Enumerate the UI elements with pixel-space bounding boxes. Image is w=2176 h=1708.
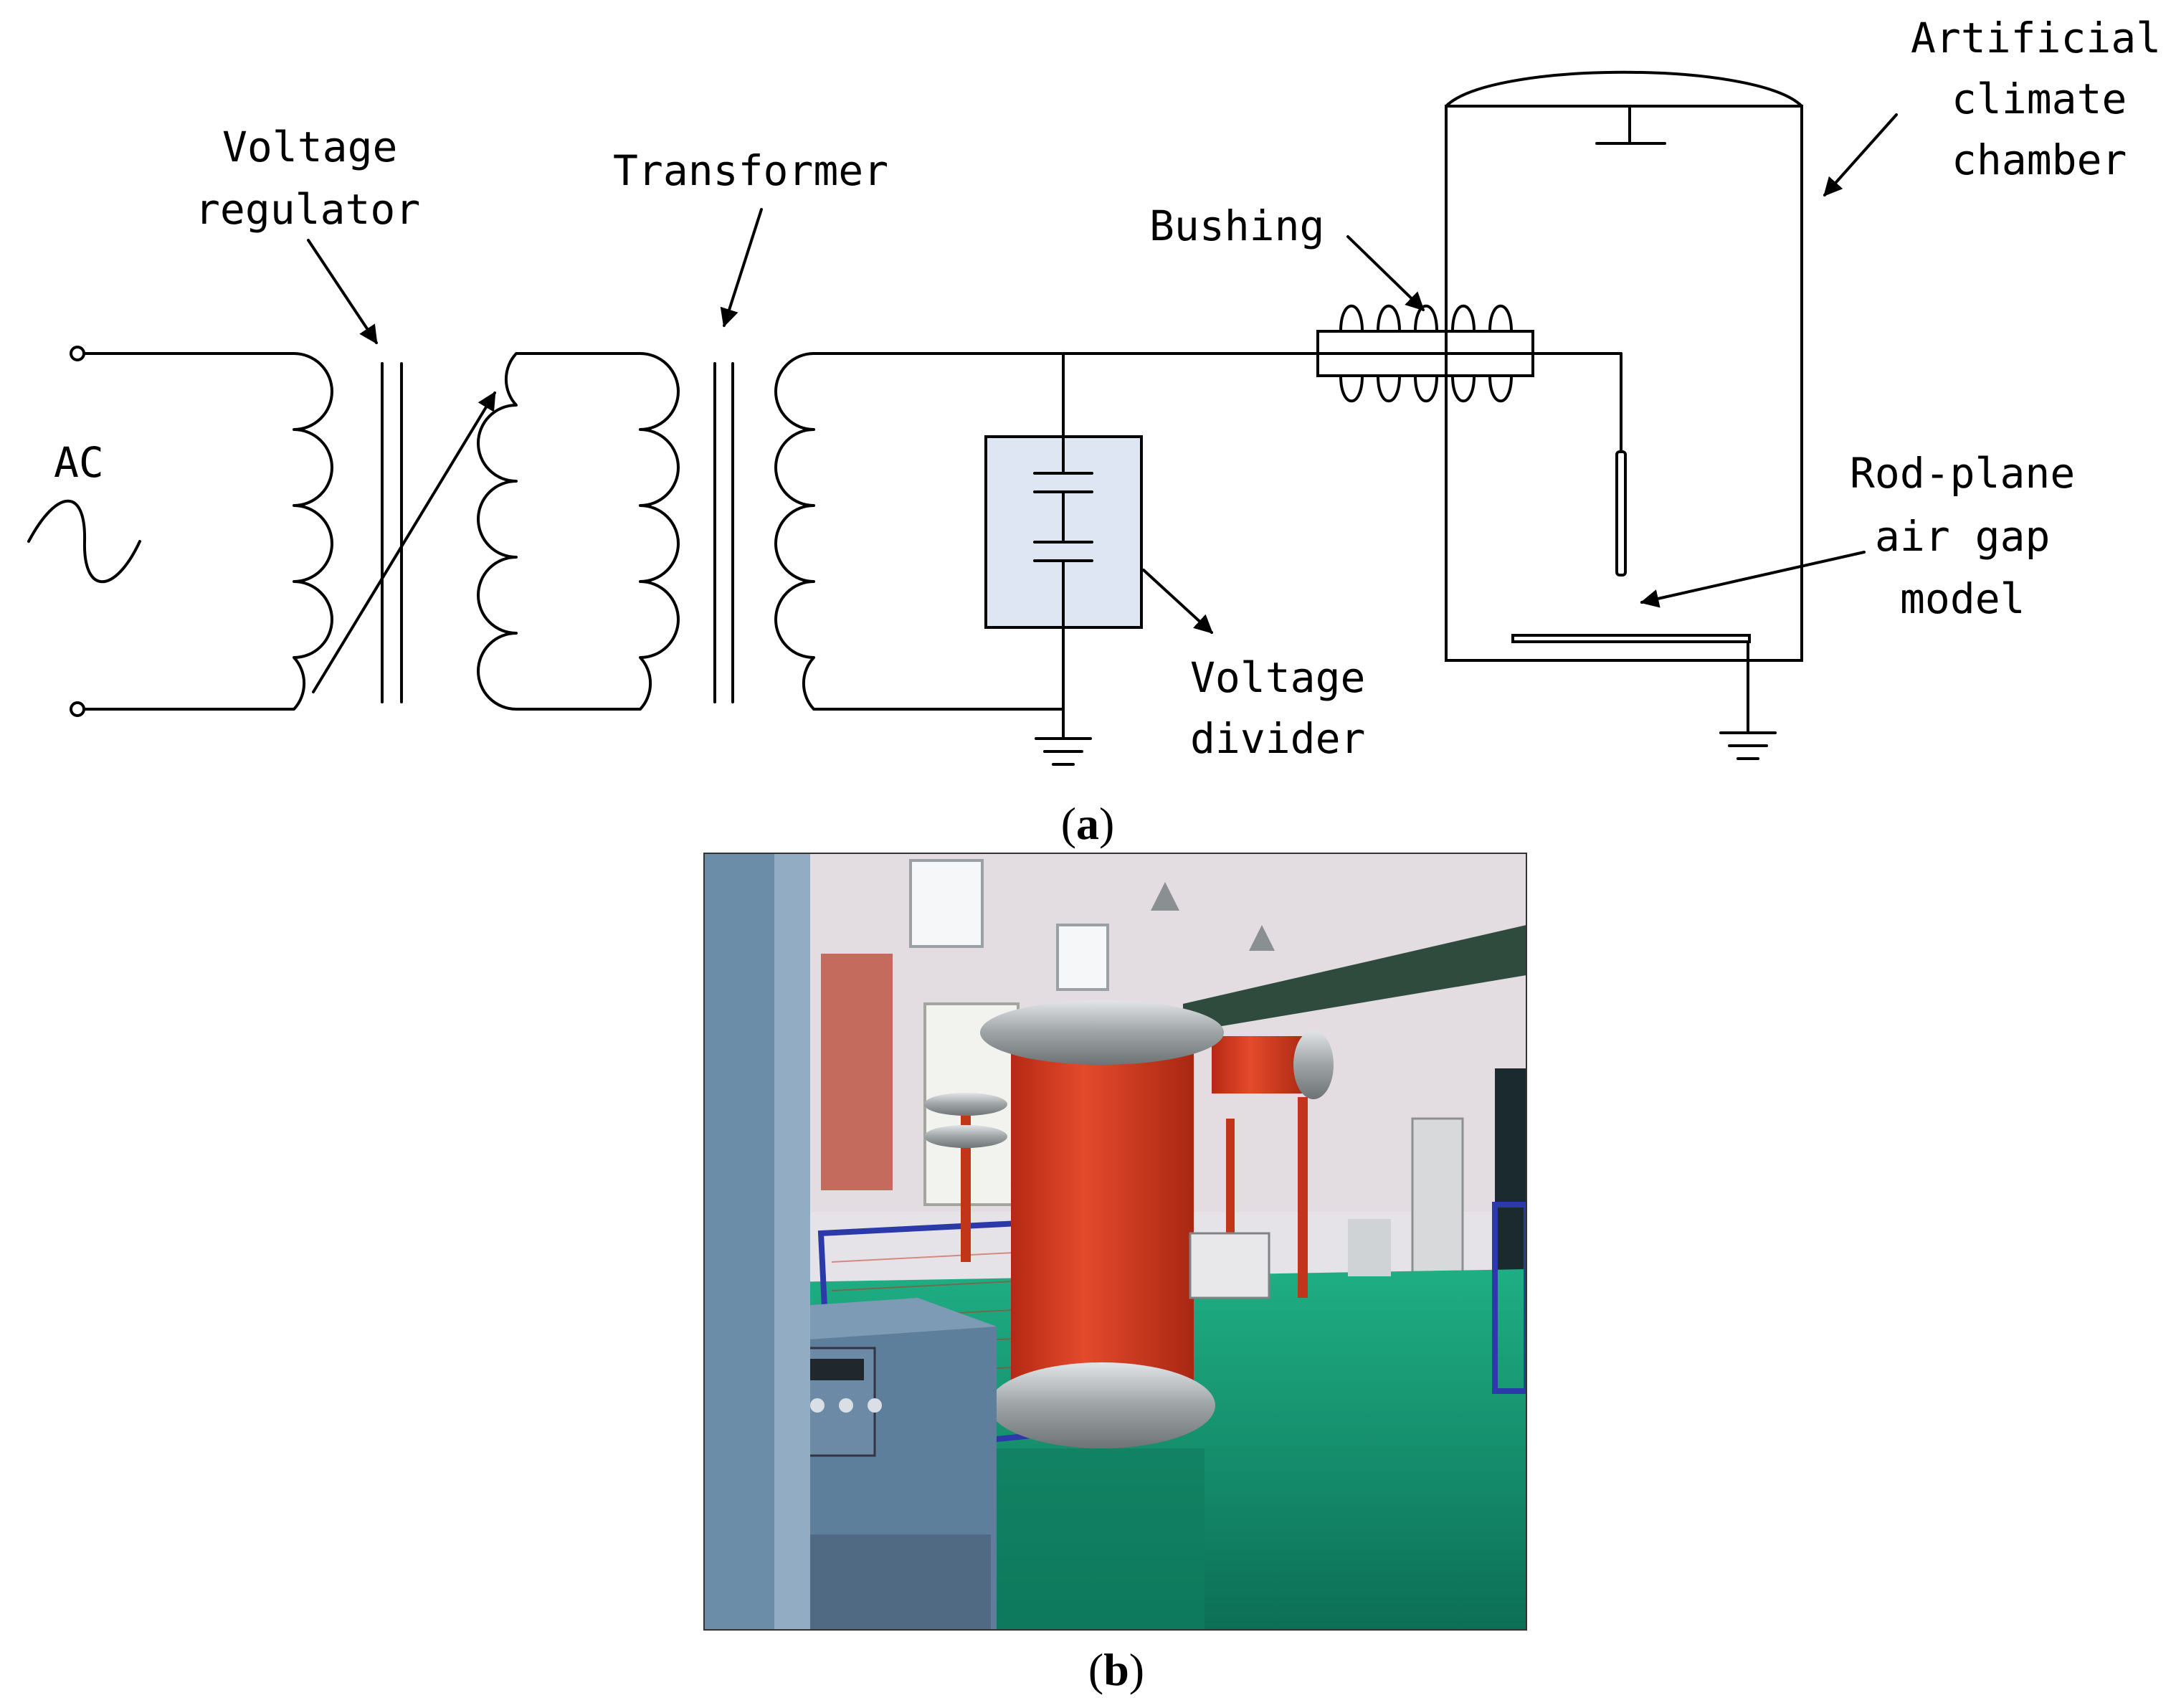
schematic: AC [27,14,2176,766]
ground-symbol-divider [1035,737,1092,766]
transformer-secondary-winding [774,352,1192,711]
ac-sine-icon [27,500,141,583]
ac-source: AC [27,346,141,717]
caption-b: (b) [1088,1644,1144,1695]
chamber-arrow [1823,113,1898,196]
voltage-divider-label: Voltage divider [1190,653,1390,763]
lab-photo-frame [703,853,1527,1631]
lab-photo [704,853,1526,1630]
bushing [1316,304,1534,403]
ground-symbol-chamber [1719,731,1777,760]
plane-electrode [1511,634,1751,643]
voltage-divider: Voltage divider [984,352,1390,766]
regulator-slider-arrow [312,391,496,693]
ac-terminal-top [70,346,85,361]
regulator-primary-winding [82,352,333,711]
bushing-label: Bushing [1149,201,1324,250]
bushing-arrow [1346,235,1425,311]
ac-terminal-bottom [70,701,85,717]
transformer-label: Transformer [613,146,888,195]
caption-a: (a) [1061,798,1115,849]
rod-electrode [1615,450,1627,577]
climate-chamber [1445,70,1803,760]
gap-model-label: Rod-plane air gap model [1850,449,2100,623]
voltage-regulator-arrow [307,239,378,345]
ac-label: AC [54,438,104,487]
transformer-arrow [720,208,763,328]
transformer-primary-winding [477,352,680,711]
chamber-label: Artificial climate chamber [1911,14,2176,184]
gap-model-arrow [1640,551,1866,608]
voltage-divider-arrow [1142,569,1213,634]
voltage-regulator-label: Voltage regulator [195,123,422,234]
